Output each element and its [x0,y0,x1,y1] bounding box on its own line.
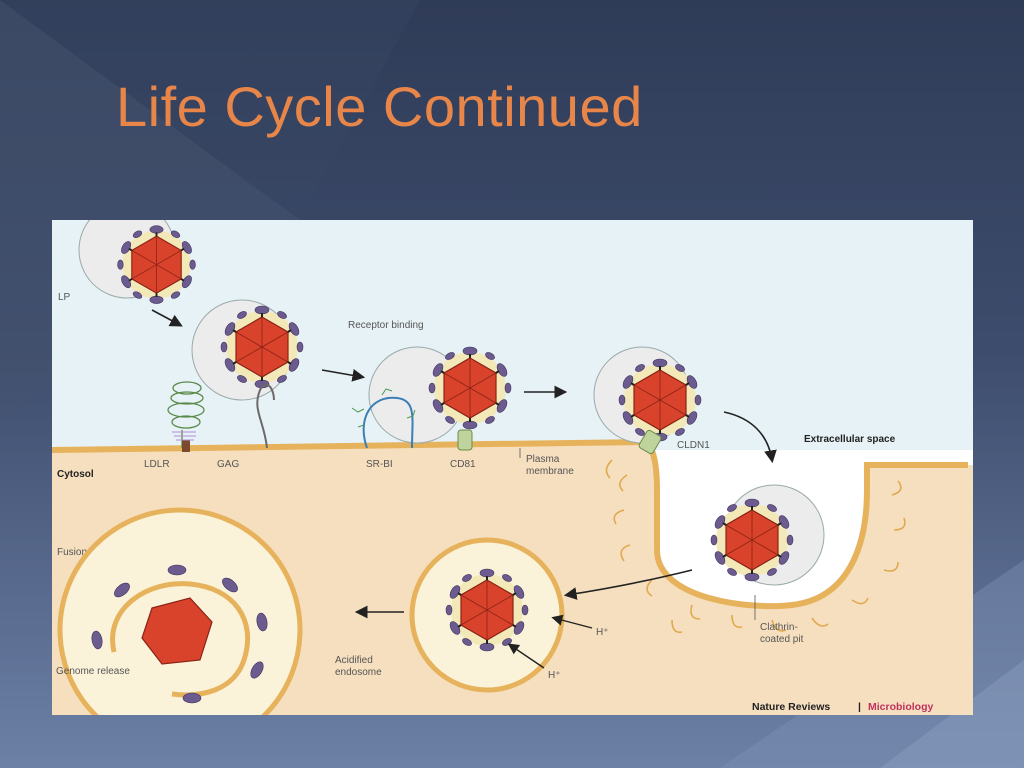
extracellular-region [52,220,973,450]
cldn1-receptor [638,429,662,455]
arrow-h-plus-1 [551,614,593,629]
ldlr-sugars [172,431,196,441]
slide-title: Life Cycle Continued [116,75,643,138]
label-plasma-membrane-1: Plasma [526,454,560,465]
label-clathrin-2: coated pit [760,634,804,645]
journal-credit: Nature Reviews [752,701,830,713]
label-acidified-endosome-1: Acidified [335,655,373,666]
arrow-lp-to-binding [151,309,183,327]
label-extracellular-space: Extracellular space [804,434,896,445]
cd81-receptor [457,429,473,451]
label-genome-release: Genome release [56,666,130,677]
label-h-plus-1: H⁺ [596,627,609,638]
clathrin-coat [605,459,906,634]
plasma-membrane [52,438,968,610]
journal-credit-separator: | [858,701,861,713]
label-cldn1: CLDN1 [677,440,710,451]
journal-credit-section: Microbiology [868,701,933,713]
sr-bi-glycans [351,388,416,428]
fused-membrane [110,581,251,698]
label-h-plus-2: H⁺ [548,670,561,681]
hcv-entry-figure: LP LDLR GAG Receptor binding SR-BI CD81 … [52,220,973,715]
label-receptor-binding: Receptor binding [348,320,424,331]
label-acidified-endosome-2: endosome [335,667,382,678]
arrow-h-plus-2 [507,643,545,669]
fusion-envelope-proteins [91,564,268,704]
ldlr-anchor [182,440,190,452]
arrow-to-pit [723,411,777,464]
label-plasma-membrane-2: membrane [526,466,574,477]
label-sr-bi: SR-BI [366,459,393,470]
released-capsid [141,597,213,665]
label-cd81: CD81 [450,459,476,470]
arrow-to-endosome [563,569,693,600]
arrow-to-sr-bi [321,369,366,382]
label-fusion: Fusion [57,547,87,558]
label-ldlr: LDLR [144,459,170,470]
label-clathrin-1: Clathrin- [760,622,798,633]
label-lp: LP [58,292,71,303]
ldlr-receptor [167,381,205,448]
label-cytosol: Cytosol [57,469,94,480]
hcv-entry-diagram: LP LDLR GAG Receptor binding SR-BI CD81 … [52,220,973,715]
label-gag: GAG [217,459,239,470]
gag-chain [256,383,275,449]
